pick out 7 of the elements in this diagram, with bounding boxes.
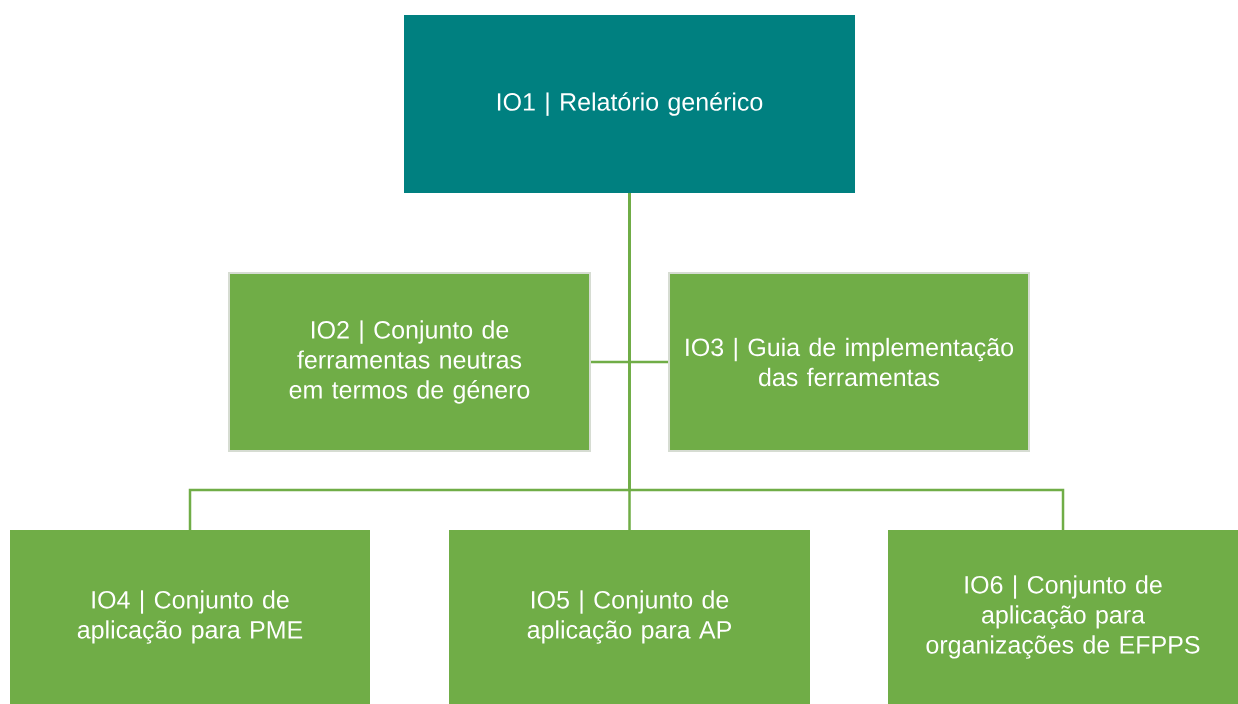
- process-box: IO5 | Conjunto de aplicação para AP: [449, 530, 810, 704]
- process-box: IO4 | Conjunto de aplicação para PME: [10, 530, 370, 704]
- process-box: IO6 | Conjunto de aplicação para organizações de EFPPS: [888, 530, 1238, 704]
- process-box: IO3 | Guia de implementação das ferramentas: [668, 272, 1030, 452]
- process-box: IO1 | Relatório genérico: [404, 15, 855, 193]
- process-box: IO2 | Conjunto de ferramentas neutras em termos de género: [228, 272, 591, 452]
- connector-line: [628, 193, 1065, 530]
